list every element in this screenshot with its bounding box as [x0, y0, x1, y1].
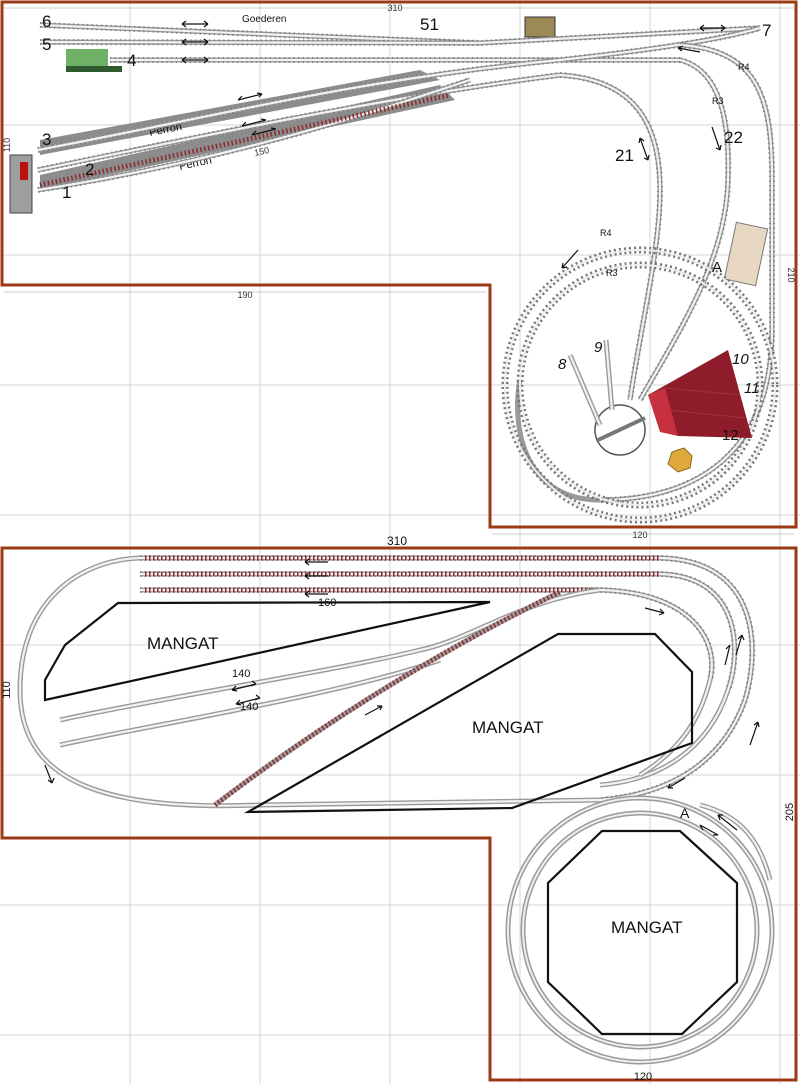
bottom-plan: 310 110 205 120 MANGAT MANGAT MANGAT 160…	[0, 534, 798, 1083]
track-label-3: 3	[42, 130, 51, 149]
goods-shed	[66, 49, 108, 71]
track-label-51: 51	[420, 15, 439, 34]
goods-label: Goederen	[242, 14, 286, 25]
top-baseboard-outline	[0, 0, 798, 529]
junction-label-a: A	[680, 805, 690, 821]
top-plan: 310 110 190 210 120 Perron Perron 150	[0, 0, 798, 540]
direction-arrows-top	[181, 20, 726, 269]
len-label-140-a: 140	[232, 668, 250, 680]
len-label-140-b: 140	[240, 701, 258, 713]
track-label-12: 12	[722, 427, 739, 444]
engine-shed	[723, 221, 769, 287]
hole-middle	[243, 632, 694, 814]
platform-dim: 150	[253, 145, 270, 158]
len-label-160: 160	[318, 597, 336, 609]
water-tower	[667, 447, 693, 473]
ramp-tracks	[515, 42, 775, 503]
top-dim-mid: 190	[237, 290, 252, 300]
track-label-2: 2	[85, 160, 94, 179]
station-tracks	[37, 22, 761, 193]
bottom-baseboard-outline	[0, 546, 798, 1082]
top-dim-top: 310	[387, 3, 402, 13]
bottom-dim-left: 110	[1, 681, 13, 699]
track-label-8: 8	[558, 356, 567, 373]
track-label-11: 11	[744, 380, 760, 397]
bottom-dim-right: 205	[784, 803, 796, 821]
track-label-22: 22	[724, 128, 743, 147]
bottom-dim-bottom: 120	[634, 1071, 652, 1083]
hole-label-round: MANGAT	[611, 918, 682, 937]
track-label-10: 10	[732, 351, 749, 368]
radius-r4-helix: R4	[600, 228, 612, 238]
radius-r3-helix: R3	[606, 268, 618, 278]
top-dim-left: 110	[2, 138, 12, 152]
top-dim-right: 210	[786, 267, 796, 282]
track-label-9: 9	[594, 339, 603, 356]
track-label-1: 1	[62, 183, 71, 202]
hole-round	[546, 829, 739, 1036]
track-label-a-top: A	[712, 259, 722, 276]
track-numbers: 1 2 3 4 5 6 7 51 21 22 8 9 10 11 12 A	[42, 12, 771, 444]
hole-left	[43, 600, 491, 702]
radius-r4-top: R4	[738, 62, 750, 72]
hole-label-middle: MANGAT	[472, 718, 543, 737]
track-label-4: 4	[127, 51, 136, 70]
track-label-7: 7	[762, 21, 771, 40]
track-label-6: 6	[42, 12, 51, 31]
top-dim-bottom: 120	[632, 530, 647, 540]
track-label-5: 5	[42, 35, 51, 54]
hole-label-left: MANGAT	[147, 634, 218, 653]
track-label-21: 21	[615, 146, 634, 165]
radius-r3-top: R3	[712, 96, 724, 106]
bottom-dim-top: 310	[387, 534, 407, 548]
direction-arrows-bottom	[44, 558, 760, 836]
goods-crane	[524, 16, 556, 38]
